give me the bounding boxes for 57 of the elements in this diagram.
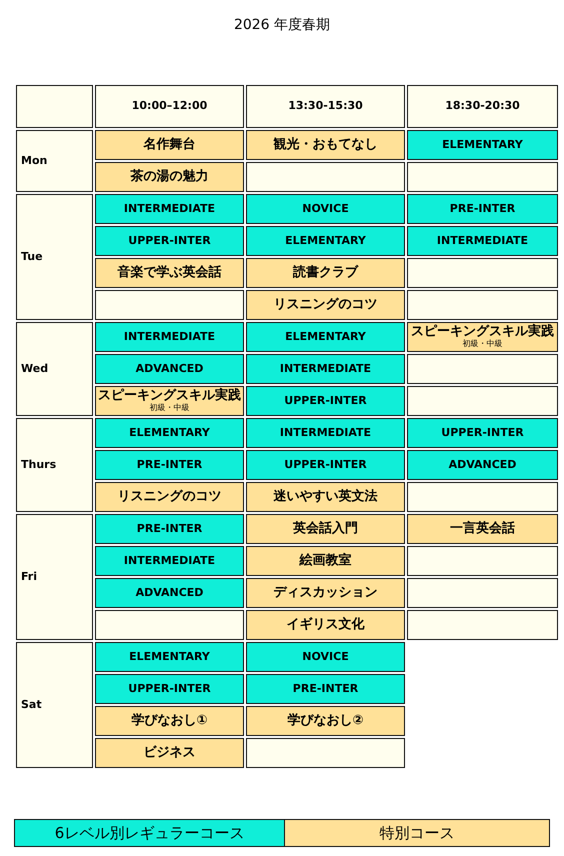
day-label: Sat bbox=[16, 642, 93, 768]
special-course-cell: 絵画教室 bbox=[246, 546, 405, 576]
course-name: スピーキングスキル実践 bbox=[97, 389, 242, 404]
day-label: Thurs bbox=[16, 418, 93, 512]
level-course-cell: NOVICE bbox=[246, 642, 405, 672]
legend-item: 6レベル別レギュラーコース bbox=[15, 820, 284, 846]
special-course-cell: イギリス文化 bbox=[246, 610, 405, 640]
level-course-cell: ELEMENTARY bbox=[246, 322, 405, 352]
special-course-cell: ビジネス bbox=[95, 738, 244, 768]
level-course-cell: ELEMENTARY bbox=[407, 130, 558, 160]
day-label: Tue bbox=[16, 194, 93, 320]
special-course-cell: リスニングのコツ bbox=[246, 290, 405, 320]
level-course-cell: ELEMENTARY bbox=[246, 226, 405, 256]
level-course-cell: UPPER-INTER bbox=[246, 450, 405, 480]
level-course-cell: PRE-INTER bbox=[95, 450, 244, 480]
time-slot-header: 18:30-20:30 bbox=[407, 85, 558, 128]
legend-item: 特別コース bbox=[284, 820, 549, 846]
time-slot-header: 13:30-15:30 bbox=[246, 85, 405, 128]
special-course-cell: 学びなおし① bbox=[95, 706, 244, 736]
special-course-cell: リスニングのコツ bbox=[95, 482, 244, 512]
level-course-cell: ELEMENTARY bbox=[95, 642, 244, 672]
special-course-cell: 茶の湯の魅力 bbox=[95, 162, 244, 192]
day-label: Wed bbox=[16, 322, 93, 416]
level-course-cell: INTERMEDIATE bbox=[95, 322, 244, 352]
special-course-cell: 迷いやすい英文法 bbox=[246, 482, 405, 512]
level-course-cell: ELEMENTARY bbox=[95, 418, 244, 448]
level-course-cell: INTERMEDIATE bbox=[407, 226, 558, 256]
level-course-cell: ADVANCED bbox=[95, 578, 244, 608]
level-course-cell: INTERMEDIATE bbox=[95, 546, 244, 576]
special-course-cell: 名作舞台 bbox=[95, 130, 244, 160]
level-course-cell: PRE-INTER bbox=[407, 194, 558, 224]
level-course-cell: UPPER-INTER bbox=[95, 674, 244, 704]
level-course-cell: UPPER-INTER bbox=[246, 386, 405, 416]
special-course-cell: 読書クラブ bbox=[246, 258, 405, 288]
level-course-cell: INTERMEDIATE bbox=[246, 354, 405, 384]
special-course-cell: 観光・おもてなし bbox=[246, 130, 405, 160]
day-label: Fri bbox=[16, 514, 93, 640]
level-course-cell: ADVANCED bbox=[407, 450, 558, 480]
special-course-cell: 英会話入門 bbox=[246, 514, 405, 544]
level-course-cell: PRE-INTER bbox=[95, 514, 244, 544]
level-course-cell: PRE-INTER bbox=[246, 674, 405, 704]
course-level-note: 初級・中級 bbox=[462, 340, 504, 349]
time-slot-header: 10:00–12:00 bbox=[95, 85, 244, 128]
day-label: Mon bbox=[16, 130, 93, 192]
timetable-title: 2026 年度春期 bbox=[232, 16, 332, 34]
special-course-cell: 学びなおし② bbox=[246, 706, 405, 736]
level-course-cell: NOVICE bbox=[246, 194, 405, 224]
special-course-cell: ディスカッション bbox=[246, 578, 405, 608]
level-course-cell: UPPER-INTER bbox=[407, 418, 558, 448]
course-level-note: 初級・中級 bbox=[148, 404, 190, 413]
level-course-cell: UPPER-INTER bbox=[95, 226, 244, 256]
special-course-cell: 音楽で学ぶ英会話 bbox=[95, 258, 244, 288]
level-course-cell: ADVANCED bbox=[95, 354, 244, 384]
course-name: スピーキングスキル実践 bbox=[410, 325, 555, 340]
level-course-cell: INTERMEDIATE bbox=[95, 194, 244, 224]
special-course-cell: 一言英会話 bbox=[407, 514, 558, 544]
level-course-cell: INTERMEDIATE bbox=[246, 418, 405, 448]
